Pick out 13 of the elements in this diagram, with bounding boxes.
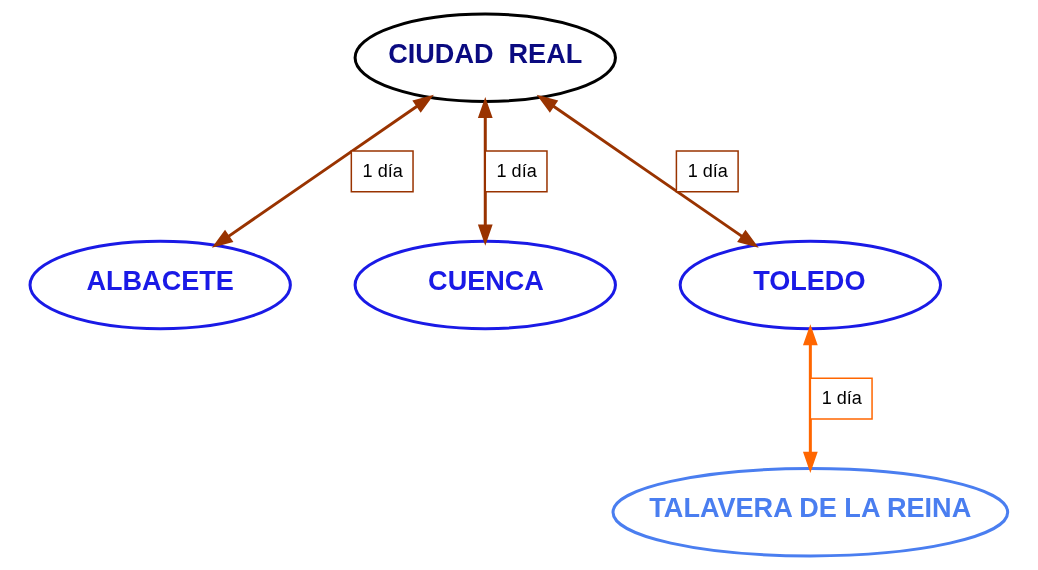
arrow xyxy=(536,94,759,248)
edge-label: 1 día xyxy=(496,160,537,181)
node-ellipse: ALBACETE xyxy=(28,239,292,331)
arrow xyxy=(802,324,818,473)
node-ellipse: CUENCA xyxy=(353,239,617,331)
node-ellipse: CIUDAD REAL xyxy=(353,12,617,103)
arrow xyxy=(477,96,493,246)
edge-label: 1 día xyxy=(821,388,862,409)
edge-label: 1 día xyxy=(362,160,403,181)
node-ellipse: TALAVERA DE LA REINA xyxy=(611,467,1010,558)
node-ellipse: TOLEDO xyxy=(678,239,943,331)
edge-label: 1 día xyxy=(687,160,728,181)
arrow xyxy=(211,94,434,248)
